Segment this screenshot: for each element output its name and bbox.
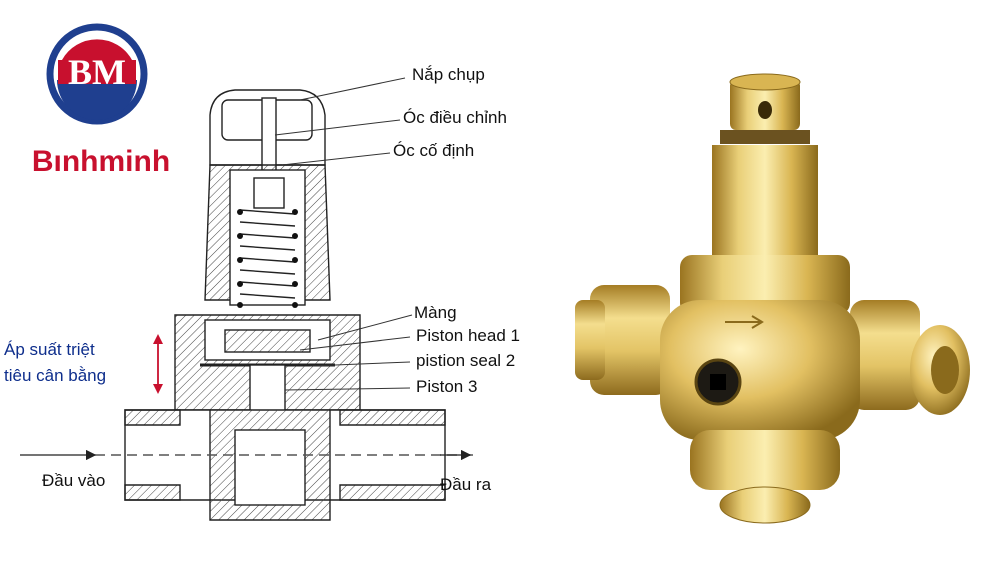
leader-piston-seal bbox=[309, 361, 411, 367]
pressure-arrow bbox=[153, 334, 163, 394]
label-cap: Nắp chụp bbox=[412, 65, 485, 84]
valve-bottom-body bbox=[690, 430, 840, 490]
leader-piston-head bbox=[299, 336, 411, 351]
label-piston-seal: pistion seal 2 bbox=[416, 351, 515, 370]
lower-chamber bbox=[234, 429, 306, 506]
valve-hex-socket bbox=[710, 374, 726, 390]
leader-fixed bbox=[281, 152, 391, 166]
piston-head bbox=[224, 329, 311, 353]
inlet-thread bbox=[124, 409, 181, 501]
logo-band bbox=[58, 60, 136, 84]
label-fixed-nut: Óc cố định bbox=[393, 141, 474, 160]
valve-flow-arrow bbox=[725, 315, 764, 329]
leader-lines bbox=[274, 77, 413, 391]
leader-piston bbox=[284, 387, 411, 391]
label-piston-head: Piston head 1 bbox=[416, 326, 520, 345]
valve-right-union bbox=[850, 300, 920, 410]
logo-upper-arc bbox=[62, 39, 132, 60]
leader-membrane bbox=[317, 314, 413, 341]
label-piston: Piston 3 bbox=[416, 377, 477, 396]
valve-photo bbox=[575, 73, 970, 524]
valve-left-end bbox=[575, 300, 605, 380]
diagram-labels: Nắp chụp Óc điều chỉnh Óc cố định Màng P… bbox=[4, 65, 520, 494]
fixed-nut bbox=[253, 177, 285, 209]
label-pressure-line1: Áp suất triệt bbox=[4, 340, 95, 359]
brand-name: Bınhminh bbox=[32, 145, 170, 178]
label-pressure-line2: tiêu cân bằng bbox=[4, 366, 106, 385]
outlet-thread bbox=[339, 409, 446, 501]
spring-dots bbox=[237, 209, 298, 308]
brand-logo: BM Bınhminh bbox=[32, 23, 170, 178]
valve-bonnet bbox=[712, 145, 818, 255]
spring bbox=[239, 209, 296, 299]
label-adjust-nut: Óc điều chỉnh bbox=[403, 108, 507, 127]
valve-lock-nut bbox=[720, 130, 810, 144]
valve-main-body bbox=[660, 300, 860, 440]
label-membrane: Màng bbox=[414, 303, 457, 322]
label-outlet: Đầu ra bbox=[440, 475, 492, 494]
cross-section-drawing bbox=[95, 89, 475, 521]
valve-right-bore bbox=[931, 346, 959, 394]
valve-top-cap bbox=[729, 73, 801, 91]
leader-cap bbox=[299, 77, 406, 101]
logo-lower-half bbox=[57, 80, 137, 120]
valve-left-union bbox=[590, 285, 670, 395]
valve-bottom-plug bbox=[719, 486, 811, 524]
leader-adjust bbox=[274, 119, 401, 136]
label-inlet: Đầu vào bbox=[42, 471, 105, 490]
valve-stem-hole bbox=[758, 101, 772, 119]
logo-monogram: BM bbox=[68, 52, 126, 92]
